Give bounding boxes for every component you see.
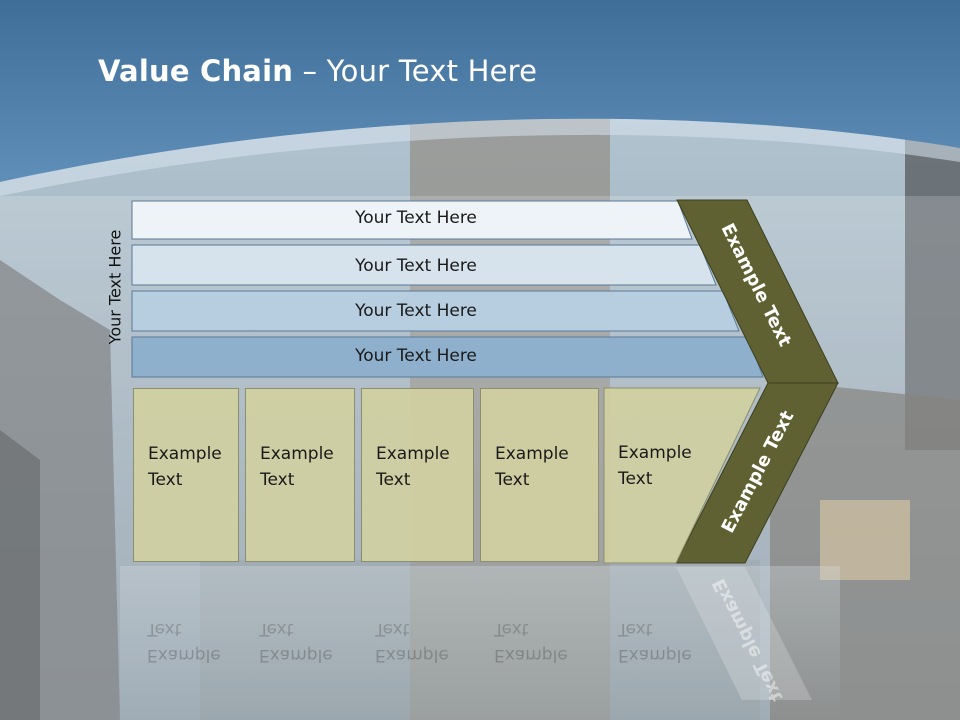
row-label-4: Your Text Here bbox=[355, 346, 477, 366]
example-box-2[interactable]: Example Text bbox=[245, 388, 355, 562]
title-bold: Value Chain bbox=[98, 54, 294, 88]
example-box-4-text: Example Text bbox=[495, 441, 569, 493]
box-5-line2: Text bbox=[618, 469, 653, 489]
row-bar-1[interactable] bbox=[131, 200, 693, 240]
box-4-line2: Text bbox=[495, 470, 530, 490]
reflection-fade bbox=[120, 566, 840, 720]
example-box-2-text: Example Text bbox=[260, 441, 334, 493]
box-5-line1: Example bbox=[618, 443, 692, 463]
row-bar-2[interactable] bbox=[131, 244, 717, 286]
box-3-line2: Text bbox=[376, 470, 411, 490]
example-box-5-text: Example Text bbox=[618, 440, 692, 492]
row-bar-4[interactable] bbox=[131, 336, 764, 378]
example-box-3-text: Example Text bbox=[376, 441, 450, 493]
title-rest: – Your Text Here bbox=[293, 54, 538, 88]
chevron-reflection bbox=[676, 567, 812, 700]
box-1-line2: Text bbox=[148, 470, 183, 490]
example-box-3[interactable]: Example Text bbox=[361, 388, 474, 562]
side-label-text: Your Text Here bbox=[105, 229, 125, 345]
page-title: Value Chain – Your Text Here bbox=[98, 54, 537, 88]
example-box-4[interactable]: Example Text bbox=[480, 388, 599, 562]
box-2-line1: Example bbox=[260, 444, 334, 464]
box-2-line2: Text bbox=[260, 470, 295, 490]
example-box-1[interactable]: Example Text bbox=[133, 388, 239, 562]
row-label-3: Your Text Here bbox=[355, 301, 477, 321]
row-label-2: Your Text Here bbox=[355, 256, 477, 276]
row-bar-3[interactable] bbox=[131, 290, 740, 332]
box-3-line1: Example bbox=[376, 444, 450, 464]
example-box-1-text: Example Text bbox=[148, 441, 222, 493]
box-1-line1: Example bbox=[148, 444, 222, 464]
row-label-1: Your Text Here bbox=[355, 208, 477, 228]
box-4-line1: Example bbox=[495, 444, 569, 464]
